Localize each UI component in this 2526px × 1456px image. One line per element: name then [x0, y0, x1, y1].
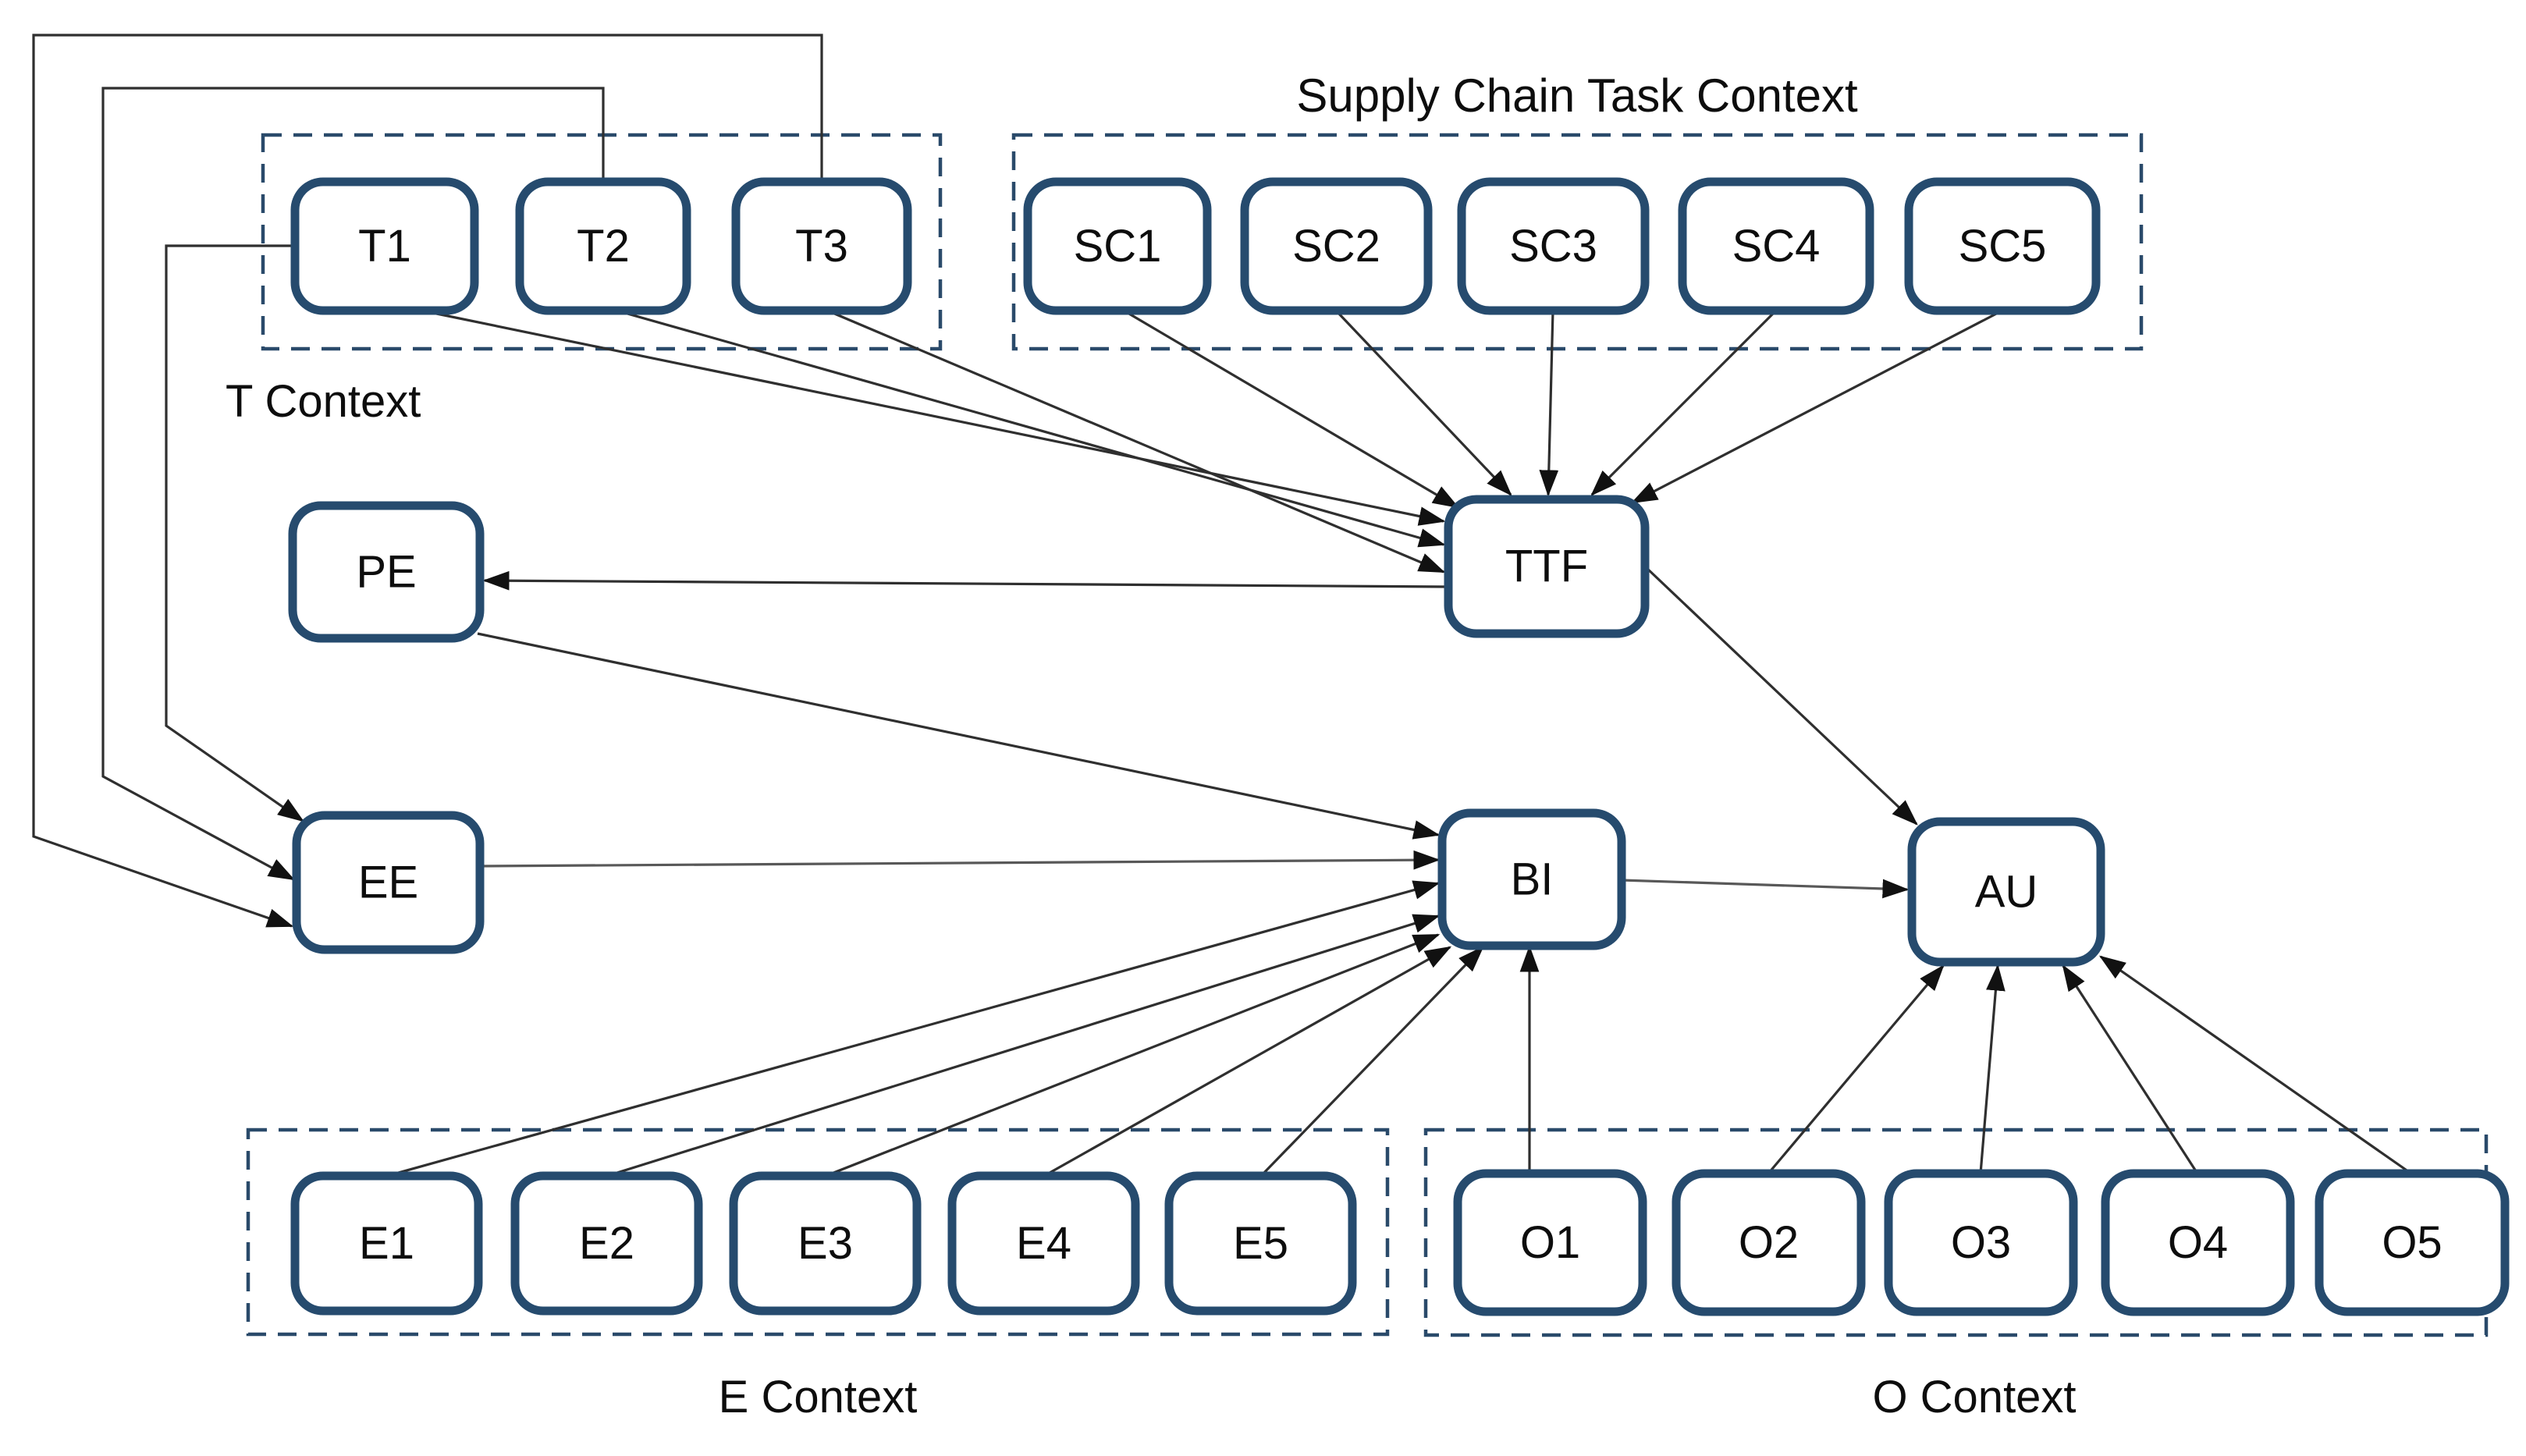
node-SC1	[1023, 177, 1212, 315]
edge-t1-ttf	[421, 309, 1446, 526]
node-label-SC4: SC4	[1732, 221, 1821, 272]
node-AU	[1907, 817, 2105, 967]
node-O2	[1672, 1169, 1866, 1316]
node-PE	[288, 501, 485, 643]
node-O3	[1884, 1169, 2078, 1316]
node-label-E4: E4	[1016, 1218, 1071, 1269]
node-label-SC1: SC1	[1074, 221, 1162, 272]
node-label-E5: E5	[1233, 1218, 1288, 1269]
node-label-AU: AU	[1975, 866, 2038, 917]
node-SC3	[1457, 177, 1650, 315]
edge-e3-bi	[825, 933, 1441, 1177]
node-SC2	[1240, 177, 1433, 315]
node-label-O5: O5	[2382, 1217, 2442, 1268]
node-label-T3: T3	[795, 221, 848, 272]
edge-ee-bi	[479, 850, 1441, 870]
node-label-BI: BI	[1511, 854, 1554, 904]
edge-e4-bi	[1043, 946, 1452, 1177]
node-T1	[290, 177, 479, 315]
edge-bi-au	[1621, 879, 1910, 899]
node-TTF	[1444, 495, 1650, 638]
group-label-o-context: O Context	[1872, 1372, 2077, 1422]
node-BI	[1437, 808, 1626, 950]
node-EE	[292, 811, 485, 954]
edge-o2-au	[1767, 964, 1945, 1175]
node-label-SC3: SC3	[1509, 221, 1597, 272]
node-label-EE: EE	[358, 857, 418, 907]
node-E4	[947, 1171, 1140, 1316]
edge-e1-bi	[386, 880, 1441, 1177]
edge-o4-au	[2062, 964, 2199, 1174]
node-label-T2: T2	[577, 221, 630, 272]
node-label-SC2: SC2	[1292, 221, 1380, 272]
edge-o5-au	[2098, 955, 2412, 1175]
edge-t2-ee	[101, 87, 605, 881]
node-O4	[2101, 1169, 2295, 1316]
node-label-SC5: SC5	[1959, 221, 2047, 272]
node-label-O3: O3	[1951, 1217, 2011, 1268]
node-O5	[2315, 1169, 2510, 1316]
edge-ttf-pe	[482, 570, 1449, 591]
edge-ttf-au	[1643, 565, 1918, 826]
node-O1	[1453, 1169, 1647, 1316]
edge-sc4-ttf	[1590, 309, 1778, 496]
node-E3	[729, 1171, 922, 1316]
edge-t3-ee	[32, 34, 823, 928]
edge-o3-au	[1979, 964, 2006, 1174]
node-E5	[1164, 1171, 1357, 1316]
node-E1	[290, 1171, 483, 1316]
group-label-t-context: T Context	[226, 376, 421, 427]
node-SC4	[1678, 177, 1874, 315]
group-label-e-context: E Context	[718, 1372, 918, 1422]
node-label-O2: O2	[1739, 1217, 1799, 1268]
node-label-E3: E3	[798, 1218, 853, 1269]
node-label-O1: O1	[1520, 1217, 1580, 1268]
group-box-sc-context	[1011, 133, 2144, 351]
node-label-O4: O4	[2168, 1217, 2228, 1268]
edge-pe-bi	[477, 632, 1441, 840]
node-T3	[731, 177, 912, 315]
edge-t2-ttf	[616, 309, 1446, 548]
edge-sc2-ttf	[1334, 309, 1512, 496]
node-label-E2: E2	[579, 1218, 634, 1269]
node-E2	[510, 1171, 703, 1316]
edge-sc5-ttf	[1630, 309, 2003, 504]
edge-t1-ee	[165, 244, 305, 822]
group-label-sc-context: Supply Chain Task Context	[1296, 69, 1858, 122]
node-label-TTF: TTF	[1505, 541, 1588, 591]
edge-e5-bi	[1259, 946, 1484, 1177]
edge-e2-bi	[606, 914, 1441, 1177]
node-label-T1: T1	[358, 221, 411, 272]
node-label-PE: PE	[356, 546, 416, 597]
node-label-E1: E1	[359, 1218, 414, 1269]
edge-sc1-ttf	[1123, 309, 1460, 509]
edge-t3-ttf	[826, 309, 1446, 574]
node-T2	[515, 177, 691, 315]
edge-sc3-ttf	[1539, 310, 1559, 497]
node-SC5	[1904, 177, 2101, 315]
